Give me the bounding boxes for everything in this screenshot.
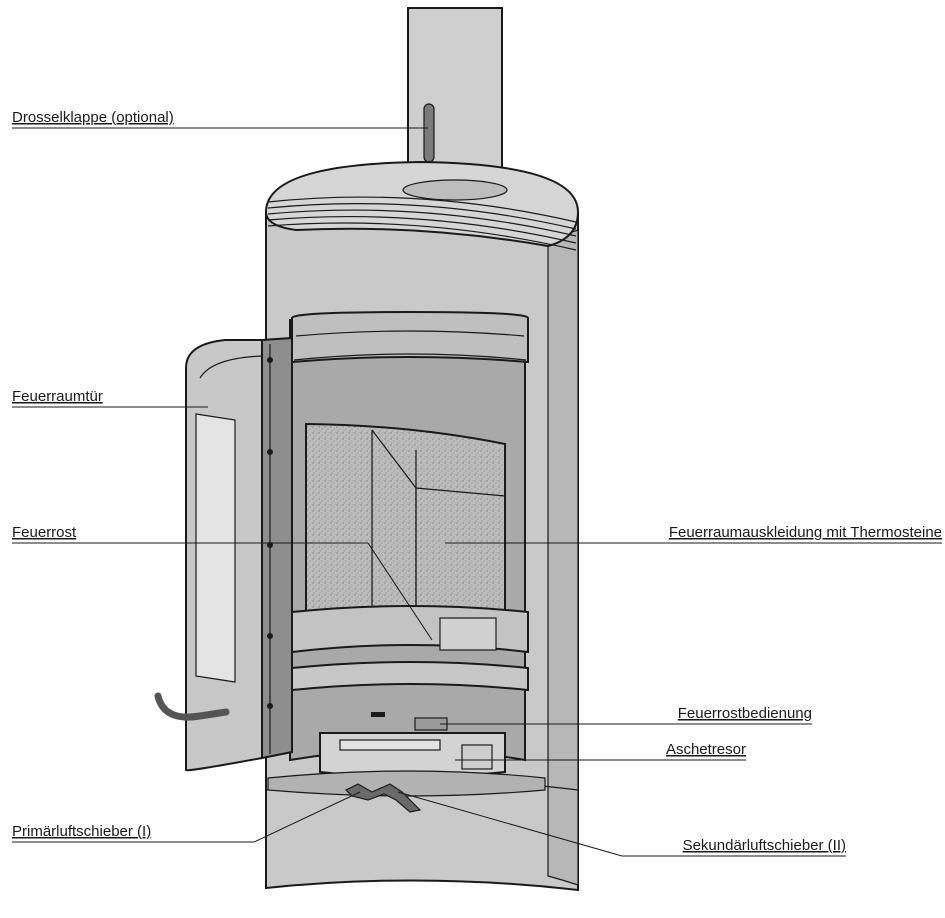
label-door: Feuerraumtür — [12, 388, 103, 405]
label-grate: Feuerrost — [12, 524, 77, 541]
firebox-lining — [305, 422, 506, 615]
air-slider-levers — [344, 783, 422, 813]
label-grate-control: Feuerrostbedienung — [678, 705, 812, 722]
label-ash-box: Aschetresor — [666, 741, 746, 758]
firebox — [267, 310, 546, 813]
door-handle — [154, 692, 230, 721]
label-lining: Feuerraumauskleidung mit Thermosteine — [669, 524, 942, 541]
leader-lines — [12, 127, 942, 857]
label-secondary-air: Sekundärluftschieber (II) — [683, 837, 846, 854]
label-damper: Drosselklappe (optional) — [12, 109, 174, 126]
damper-handle — [423, 103, 435, 163]
fire-door — [154, 336, 293, 772]
label-primary-air: Primärluftschieber (I) — [12, 823, 151, 840]
ash-box — [319, 732, 506, 778]
